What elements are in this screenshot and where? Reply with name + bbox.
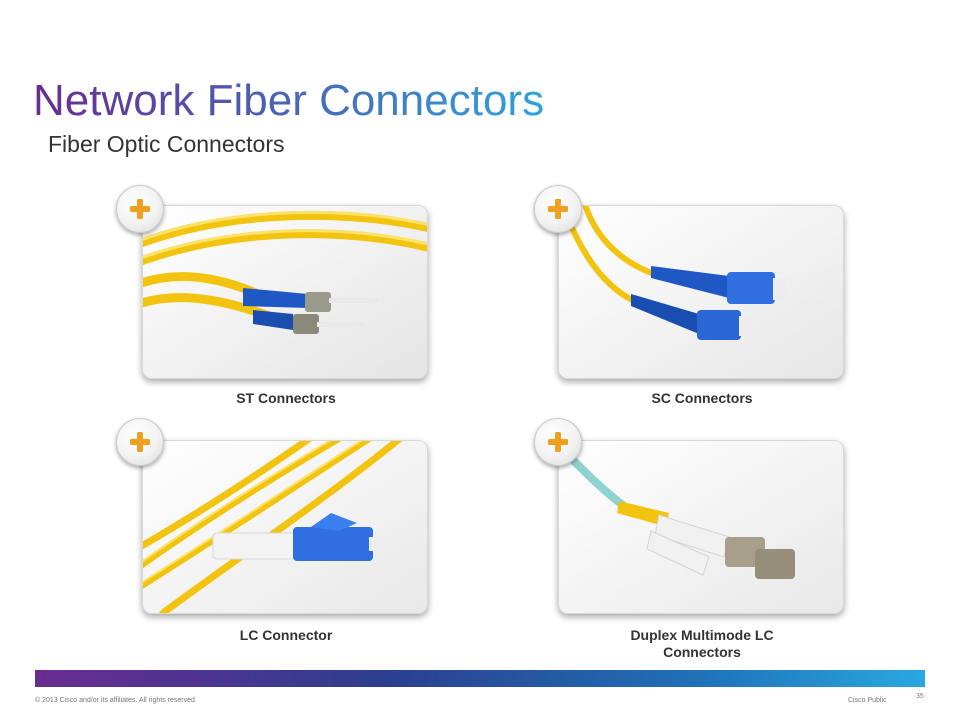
plus-icon xyxy=(130,432,150,452)
page-number: 35 xyxy=(916,693,924,700)
st-connector-card xyxy=(142,205,428,379)
expand-lc-button[interactable] xyxy=(116,418,164,466)
plus-icon xyxy=(130,199,150,219)
lc-connector-caption: LC Connector xyxy=(239,627,333,643)
sc-connector-caption: SC Connectors xyxy=(651,390,753,406)
footer-gradient-bar xyxy=(35,670,925,687)
duplex-lc-connector-card xyxy=(558,440,844,614)
sc-connector-image xyxy=(559,206,843,378)
duplex-lc-caption-line2: Connectors xyxy=(663,644,741,660)
duplex-lc-connector-caption: Duplex Multimode LC Connectors xyxy=(560,627,844,661)
plus-icon xyxy=(548,199,568,219)
duplex-lc-caption-line1: Duplex Multimode LC xyxy=(630,627,774,643)
slide-title: Network Fiber Connectors xyxy=(33,74,544,128)
lc-connector-image xyxy=(143,441,427,613)
duplex-lc-connector-image xyxy=(559,441,843,613)
expand-duplex-lc-button[interactable] xyxy=(534,418,582,466)
footer-copyright: © 2013 Cisco and/or its affiliates. All … xyxy=(35,697,197,704)
st-connector-caption: ST Connectors xyxy=(236,390,336,406)
expand-sc-button[interactable] xyxy=(534,185,582,233)
expand-st-button[interactable] xyxy=(116,185,164,233)
sc-connector-card xyxy=(558,205,844,379)
lc-connector-card xyxy=(142,440,428,614)
st-connector-image xyxy=(143,206,427,378)
slide-subtitle: Fiber Optic Connectors xyxy=(48,131,285,157)
plus-icon xyxy=(548,432,568,452)
footer-classification: Cisco Public xyxy=(848,697,887,704)
